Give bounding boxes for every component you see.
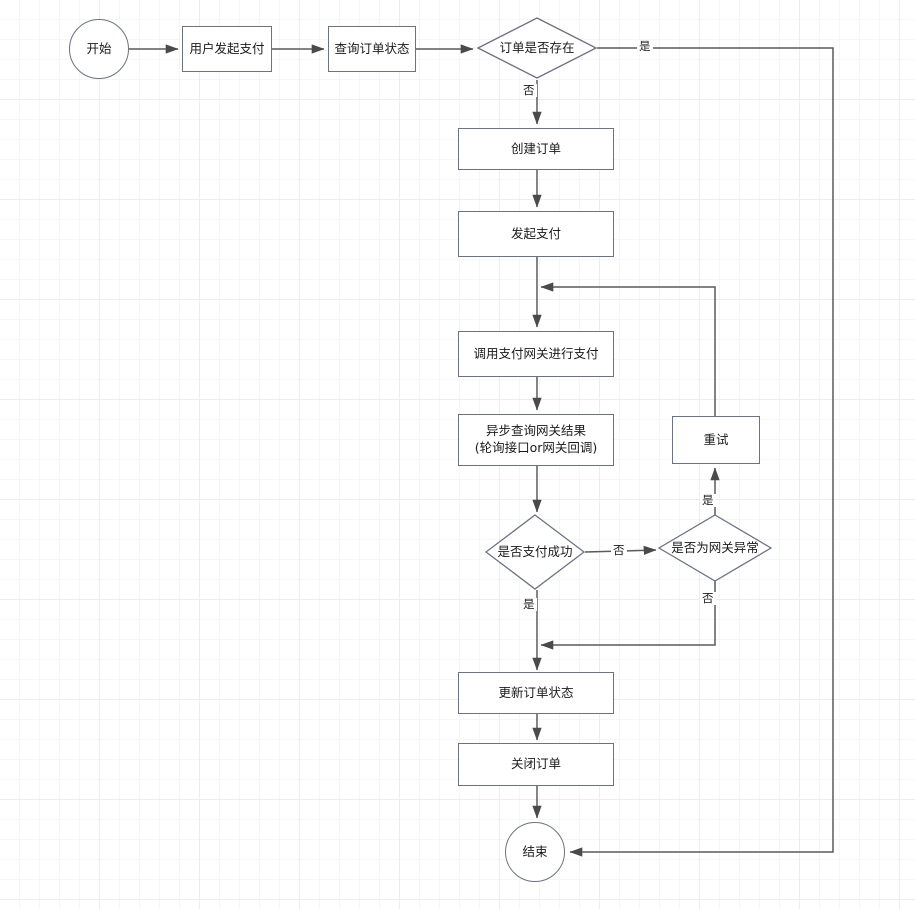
node-async-query-gateway-result-line1: 异步查询网关结果 xyxy=(485,423,586,439)
node-close-order[interactable]: 关闭订单 xyxy=(458,743,614,786)
node-start[interactable]: 开始 xyxy=(69,19,129,79)
edge-label-text: 否 xyxy=(613,543,625,557)
node-end[interactable]: 结束 xyxy=(505,822,565,882)
node-end-label: 结束 xyxy=(522,843,548,859)
edge-label-pay-success-no: 否 xyxy=(611,544,627,557)
node-initiate-payment[interactable]: 发起支付 xyxy=(458,211,614,257)
edge-label-gateway-error-yes: 是 xyxy=(700,494,716,507)
node-initiate-payment-label: 发起支付 xyxy=(510,225,561,241)
node-payment-success-decision[interactable]: 是否支付成功 xyxy=(485,514,585,590)
node-start-label: 开始 xyxy=(86,40,112,56)
edge-label-pay-success-yes: 是 xyxy=(521,598,537,611)
node-retry-label: 重试 xyxy=(703,431,729,447)
node-update-order-status[interactable]: 更新订单状态 xyxy=(458,672,614,714)
diamond-shape xyxy=(485,514,585,590)
node-gateway-error-decision-label: 是否为网关异常 xyxy=(671,539,759,555)
node-call-payment-gateway[interactable]: 调用支付网关进行支付 xyxy=(458,331,614,377)
node-order-exists-decision-label: 订单是否存在 xyxy=(499,39,575,55)
node-retry[interactable]: 重试 xyxy=(672,416,760,464)
edge-label-gateway-error-no: 否 xyxy=(700,592,716,605)
node-create-order[interactable]: 创建订单 xyxy=(458,128,614,170)
edge-label-order-exists-yes: 是 xyxy=(637,40,653,53)
edge-label-text: 否 xyxy=(702,591,714,605)
edge-label-order-exists-no: 否 xyxy=(521,84,537,97)
diamond-shape xyxy=(477,17,597,79)
node-update-order-status-label: 更新订单状态 xyxy=(498,684,574,700)
node-query-order-status[interactable]: 查询订单状态 xyxy=(328,26,416,72)
node-gateway-error-decision[interactable]: 是否为网关异常 xyxy=(658,514,772,582)
node-user-initiates-payment[interactable]: 用户发起支付 xyxy=(182,26,272,72)
node-create-order-label: 创建订单 xyxy=(510,140,561,156)
node-close-order-label: 关闭订单 xyxy=(510,756,561,772)
node-order-exists-decision[interactable]: 订单是否存在 xyxy=(477,17,597,79)
node-user-initiates-payment-label: 用户发起支付 xyxy=(189,40,265,56)
node-payment-success-decision-label: 是否支付成功 xyxy=(497,543,573,559)
node-async-query-gateway-result-line2: (轮询接口or网关回调) xyxy=(474,440,598,455)
edge-label-text: 否 xyxy=(523,83,535,97)
node-call-payment-gateway-label: 调用支付网关进行支付 xyxy=(473,345,599,361)
edge-label-text: 是 xyxy=(702,493,714,507)
node-query-order-status-label: 查询订单状态 xyxy=(334,40,410,56)
edge-label-text: 是 xyxy=(523,597,535,611)
node-async-query-gateway-result[interactable]: 异步查询网关结果 (轮询接口or网关回调) xyxy=(458,414,614,466)
edge-label-text: 是 xyxy=(639,39,651,53)
